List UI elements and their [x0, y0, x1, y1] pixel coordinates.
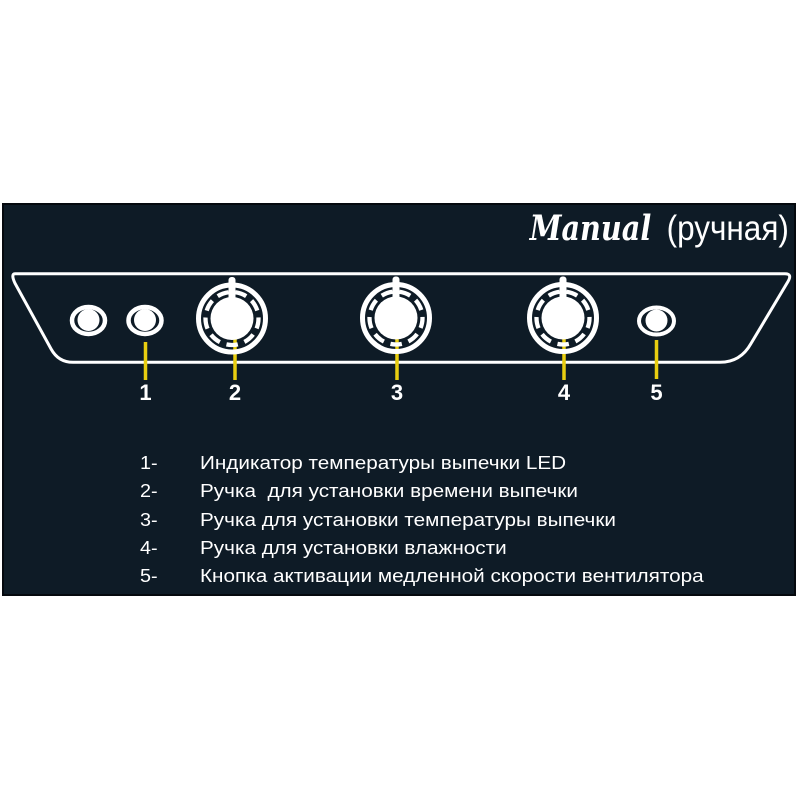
temperature-knob[interactable] — [360, 276, 432, 354]
knob-cap — [541, 296, 585, 340]
knob-tick-ring — [534, 289, 592, 347]
brand-script-text: Manual — [529, 208, 652, 249]
callout-number-4: 4 — [557, 380, 571, 405]
panel-graphic — [11, 272, 792, 380]
knob-cap — [210, 297, 254, 340]
knob-pointer — [228, 277, 236, 302]
indicator-ring — [126, 304, 164, 337]
callout-number-5: 5 — [650, 380, 663, 405]
legend-number: 2- — [140, 481, 158, 502]
button-cap — [645, 309, 668, 332]
title-translation: (ручная) — [666, 209, 789, 248]
legend-text: Ручка для установки температуры выпечки — [200, 509, 616, 530]
figure-title: Manual (ручная) — [503, 208, 789, 249]
callout-number-1: 1 — [139, 380, 152, 405]
legend-number: 1- — [140, 453, 158, 473]
legend-item-4: 4- Ручка для установки влажности — [140, 534, 638, 562]
indicator-ring — [69, 304, 108, 337]
legend-item-2: 2- Ручка для установки времени выпечки — [140, 477, 638, 505]
time-knob[interactable] — [196, 277, 268, 355]
control-panel-figure: Manual (ручная) — [2, 203, 796, 596]
legend-number: 4- — [140, 537, 158, 558]
led-indicator-left — [69, 304, 108, 337]
legend-text: Ручка для установки влажности — [200, 537, 507, 558]
legend: 1- Индикатор температуры выпечки LED 2- … — [140, 449, 704, 590]
knob-pointer — [559, 276, 567, 302]
indicator-lens — [134, 309, 156, 331]
knob-tick-ring — [367, 289, 425, 347]
button-ring — [637, 305, 676, 337]
callout-number-3: 3 — [390, 380, 404, 405]
fan-speed-button[interactable] — [637, 305, 676, 337]
legend-text: Ручка для установки времени выпечки — [200, 481, 578, 502]
humidity-knob[interactable] — [527, 276, 599, 354]
led-indicator — [126, 304, 164, 337]
legend-text: Индикатор температуры выпечки LED — [200, 453, 567, 473]
indicator-lens — [77, 309, 100, 331]
legend-item-1: 1- Индикатор температуры выпечки LED — [140, 449, 638, 477]
callout-number-2: 2 — [228, 380, 242, 405]
legend-item-5: 5- Кнопка активации медленной скорости в… — [140, 562, 704, 590]
knob-cap — [374, 296, 418, 340]
legend-number: 5- — [140, 566, 158, 587]
legend-item-3: 3- Ручка для установки температуры выпеч… — [140, 506, 638, 534]
knob-pointer — [392, 276, 400, 302]
legend-number: 3- — [140, 509, 158, 530]
faceplate-outline — [11, 272, 792, 364]
knob-tick-ring — [203, 289, 261, 348]
legend-text: Кнопка активации медленной скорости вент… — [200, 566, 704, 587]
